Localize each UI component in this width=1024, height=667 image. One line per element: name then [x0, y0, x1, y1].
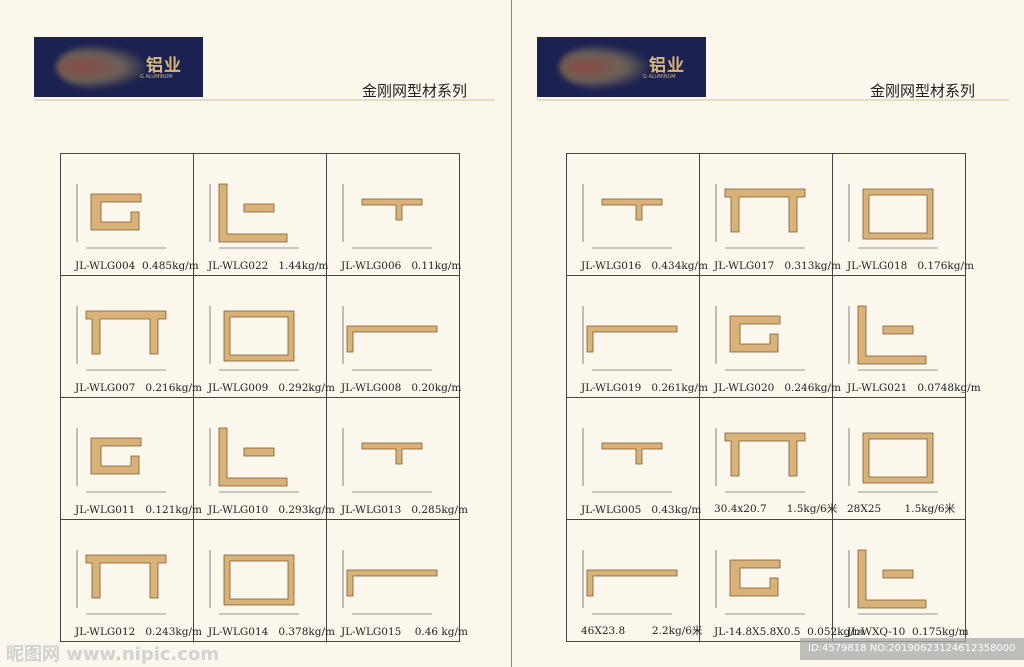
title-rule	[34, 99, 495, 101]
profile-cell: JL-WXQ-10 0.175kg/m	[832, 519, 969, 642]
profile-cell: JL-WLG009 0.292kg/m	[193, 275, 335, 398]
logo-text: 铝业	[649, 56, 685, 76]
logo-text: 铝业	[146, 56, 182, 76]
logo-subtext: G ALUMINUM	[643, 74, 676, 80]
profile-drawing	[848, 305, 938, 371]
profile-cell: JL-WLG010 0.293kg/m	[193, 397, 335, 520]
profile-caption: 46X23.8 2.2kg/6米	[581, 625, 703, 637]
profile-cell: 28X25 1.5kg/6米	[832, 397, 966, 520]
image-id: ID:4579818 NO:20190623124612358000	[800, 638, 1024, 660]
profile-caption: JL-WLG017 0.313kg/m	[714, 260, 841, 272]
profile-drawing	[342, 184, 432, 249]
profile-drawing	[76, 306, 167, 371]
profile-drawing	[715, 550, 805, 615]
profile-drawing	[76, 428, 166, 493]
profile-drawing	[715, 184, 806, 249]
profile-caption: JL-WLG009 0.292kg/m	[208, 382, 335, 394]
profile-cell: JL-WLG015 0.46 kg/m	[326, 519, 468, 642]
profile-drawing	[848, 184, 938, 249]
profile-cell: JL-WLG005 0.43kg/m	[566, 397, 702, 520]
page-title: 金刚网型材系列	[362, 82, 468, 100]
profile-drawing	[848, 549, 938, 615]
profile-cell: JL-WLG018 0.176kg/m	[832, 153, 974, 276]
profile-cell: JL-WLG020 0.246kg/m	[699, 275, 841, 398]
profile-drawing	[715, 306, 805, 371]
profile-caption: JL-WLG020 0.246kg/m	[714, 382, 841, 394]
profile-caption: JL-WLG022 1.44kg/m	[208, 260, 329, 272]
profile-caption: JL-WLG019 0.261kg/m	[581, 382, 708, 394]
profile-cell: JL-WLG007 0.216kg/m	[60, 275, 202, 398]
page-divider	[511, 0, 512, 667]
profile-drawing	[209, 183, 299, 249]
profile-drawing	[342, 428, 432, 493]
profile-drawing	[209, 306, 299, 371]
profile-drawing	[209, 427, 299, 493]
profile-cell: JL-WLG008 0.20kg/m	[326, 275, 462, 398]
profile-cell: JL-WLG011 0.121kg/m	[60, 397, 202, 520]
logo-subtext: G ALUMINUM	[140, 74, 173, 80]
profile-caption: 30.4x20.7 1.5kg/6米	[714, 503, 838, 515]
profile-caption: JL-WLG004 0.485kg/m	[75, 260, 199, 272]
profile-drawing	[582, 428, 672, 493]
profile-cell: JL-14.8X5.8X0.5 0.052kg/m	[699, 519, 864, 642]
profile-cell: 46X23.8 2.2kg/6米	[566, 519, 703, 642]
profile-caption: JL-WLG011 0.121kg/m	[75, 504, 202, 516]
profile-cell: JL-WLG004 0.485kg/m	[60, 153, 199, 276]
profile-drawing	[582, 306, 678, 371]
title-rule	[537, 99, 1009, 101]
profile-drawing	[715, 428, 806, 493]
profile-caption: JL-WLG006 0.11kg/m	[341, 260, 462, 272]
profile-cell: 30.4x20.7 1.5kg/6米	[699, 397, 837, 520]
profile-caption: JL-WLG014 0.378kg/m	[208, 626, 335, 638]
profile-cell: JL-WLG019 0.261kg/m	[566, 275, 708, 398]
profile-caption: JL-WLG008 0.20kg/m	[341, 382, 462, 394]
profile-drawing	[76, 550, 167, 615]
profile-caption: JL-WLG015 0.46 kg/m	[341, 626, 468, 638]
profile-caption: JL-WLG005 0.43kg/m	[581, 504, 702, 516]
profile-caption: JL-WLG021 0.0748kg/m	[847, 382, 981, 394]
profile-caption: JL-WLG010 0.293kg/m	[208, 504, 335, 516]
profile-cell: JL-WLG013 0.285kg/m	[326, 397, 468, 520]
profile-cell: JL-WLG021 0.0748kg/m	[832, 275, 981, 398]
profile-caption: JL-WLG016 0.434kg/m	[581, 260, 708, 272]
profile-caption: JL-WXQ-10 0.175kg/m	[847, 626, 969, 638]
profile-cell: JL-WLG014 0.378kg/m	[193, 519, 335, 642]
watermark: 昵图网 www.nipic.com	[6, 644, 220, 665]
page-title: 金刚网型材系列	[870, 82, 976, 100]
profile-caption: JL-WLG012 0.243kg/m	[75, 626, 202, 638]
profile-cell: JL-WLG022 1.44kg/m	[193, 153, 329, 276]
profile-drawing	[209, 550, 299, 615]
profile-caption: JL-WLG013 0.285kg/m	[341, 504, 468, 516]
profile-drawing	[848, 428, 938, 493]
profile-drawing	[76, 184, 166, 249]
profile-cell: JL-WLG016 0.434kg/m	[566, 153, 708, 276]
profile-caption: JL-WLG018 0.176kg/m	[847, 260, 974, 272]
profile-cell: JL-WLG017 0.313kg/m	[699, 153, 841, 276]
profile-cell: JL-WLG006 0.11kg/m	[326, 153, 462, 276]
profile-caption: 28X25 1.5kg/6米	[847, 503, 956, 515]
profile-cell: JL-WLG012 0.243kg/m	[60, 519, 202, 642]
profile-drawing	[582, 550, 678, 615]
profile-drawing	[342, 550, 438, 615]
profile-caption: JL-WLG007 0.216kg/m	[75, 382, 202, 394]
profile-drawing	[342, 306, 438, 371]
profile-drawing	[582, 184, 672, 249]
